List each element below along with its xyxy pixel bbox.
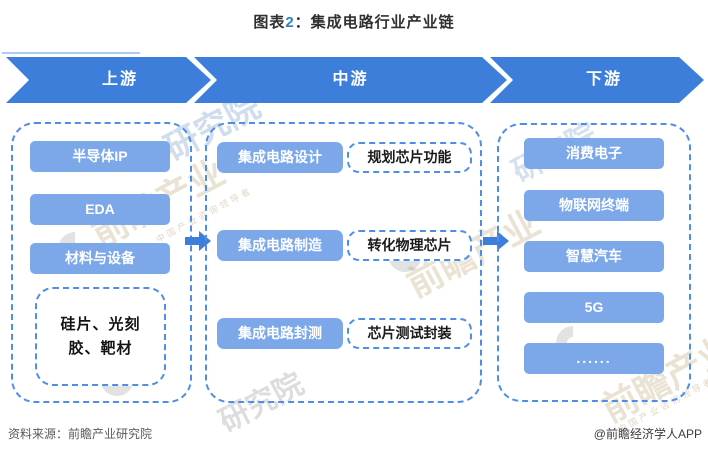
midstream-label-package-test: 集成电路封测 [217,318,343,349]
downstream-box-smart-cars: 智慧汽车 [524,241,664,272]
stage-chevron-band [6,57,704,103]
brand-credit: @前瞻经济学人APP [593,427,702,441]
upstream-detail-box: 硅片、光刻 胶、靶材 [35,287,166,386]
decor-line [2,52,140,54]
chevron-midstream [194,57,507,103]
upstream-box-materials-equipment: 材料与设备 [30,243,170,274]
stage-label-upstream: 上游 [101,71,138,88]
flow-arrow-up-to-mid [185,231,211,251]
downstream-box-iot-terminals: 物联网终端 [524,190,664,221]
midstream-desc-package-test: 芯片测试封装 [347,318,472,349]
title-suffix: ：集成电路行业产业链 [294,14,455,31]
chevron-downstream [490,57,704,103]
midstream-label-design: 集成电路设计 [217,142,343,173]
source-note: 资料来源：前瞻产业研究院 [8,427,153,441]
downstream-box-consumer-electronics: 消费电子 [524,138,664,169]
upstream-box-semiconductor-ip: 半导体IP [30,141,170,172]
flow-arrow-mid-to-down [483,231,509,251]
upstream-detail-line: 硅片、光刻 [60,316,141,334]
arrow-shape [483,231,509,251]
page-title: 图表2：集成电路行业产业链 [0,11,708,32]
midstream-desc-design: 规划芯片功能 [347,142,472,173]
downstream-box-others: ...... [524,343,664,374]
upstream-detail-line: 胶、靶材 [68,339,133,357]
stage-label-midstream: 中游 [332,71,369,88]
downstream-container: 消费电子 物联网终端 智慧汽车 5G ...... [497,123,691,402]
upstream-container: 半导体IP EDA 材料与设备 硅片、光刻 胶、靶材 [11,122,192,403]
midstream-container: 集成电路设计 规划芯片功能 集成电路制造 转化物理芯片 集成电路封测 芯片测试封… [205,122,482,403]
title-figure-number: 2 [285,14,295,31]
midstream-label-manufacture: 集成电路制造 [217,230,343,261]
downstream-box-5g: 5G [524,292,664,323]
chevron-upstream [6,57,211,103]
title-prefix: 图表 [253,14,286,31]
midstream-desc-manufacture: 转化物理芯片 [347,230,472,261]
upstream-box-eda: EDA [30,194,170,225]
stage-label-downstream: 下游 [585,71,622,88]
arrow-shape [185,231,211,251]
